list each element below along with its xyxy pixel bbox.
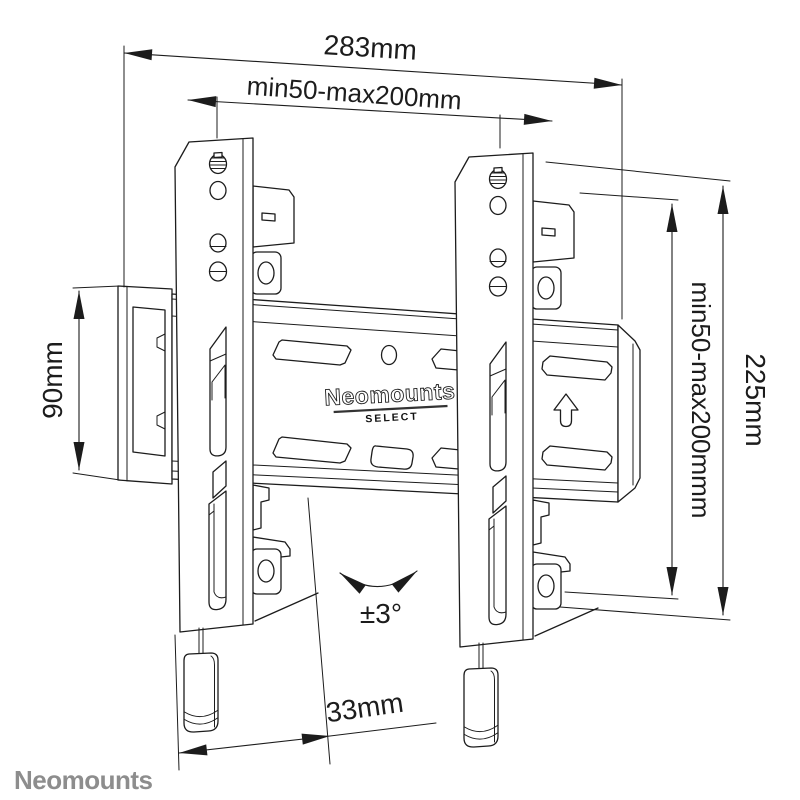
plate-logo-subtext: SELECT — [365, 411, 419, 426]
dimension-label: ±3° — [360, 598, 402, 629]
plate-logo: Neomounts SELECT — [323, 377, 456, 426]
dimension-mount-width: min50-max200mm — [187, 71, 553, 149]
mounting-slot-upper-right — [541, 355, 613, 381]
extension-line — [72, 285, 121, 481]
extension-line — [564, 192, 679, 600]
dimension-leader — [329, 722, 437, 737]
dimension-label: 283mm — [323, 29, 418, 66]
extension-line — [174, 497, 331, 771]
mounting-slot-lower-right — [541, 445, 613, 471]
dimension-line — [178, 733, 331, 756]
plate-left-channel — [132, 306, 166, 457]
dimension-overall-height: 225mm — [545, 161, 771, 621]
mounting-slot-lower-left — [272, 436, 352, 464]
dimension-tilt: ±3° — [339, 570, 418, 629]
dimension-line — [123, 49, 623, 89]
brand-watermark: Neomounts — [14, 765, 153, 795]
plate-left-endcap — [117, 285, 173, 485]
tilt-arc — [339, 570, 418, 594]
mounting-slot-upper-left — [272, 339, 352, 366]
dimension-mount-height: min50-max200mmm — [564, 192, 716, 600]
plate-logo-text: Neomounts — [324, 378, 456, 411]
dimension-label: min50-max200mm — [246, 71, 463, 116]
dimension-plate-height: 90mm — [37, 285, 121, 481]
dimension-label: 33mm — [324, 687, 405, 729]
extension-line — [545, 161, 731, 621]
dimension-label: 225mm — [740, 353, 771, 446]
dimension-line — [187, 96, 553, 125]
dimension-label: 90mm — [37, 341, 68, 419]
plate-center-hole — [380, 344, 398, 366]
dimension-label: min50-max200mmm — [686, 282, 716, 519]
up-arrow-icon — [553, 393, 579, 428]
plate-logo-underline — [333, 404, 448, 414]
plate-left-hooks — [156, 333, 166, 430]
dimension-overall-width: 283mm — [123, 29, 623, 320]
plate-right-fold — [617, 324, 641, 503]
plate-square-hole — [370, 445, 414, 470]
